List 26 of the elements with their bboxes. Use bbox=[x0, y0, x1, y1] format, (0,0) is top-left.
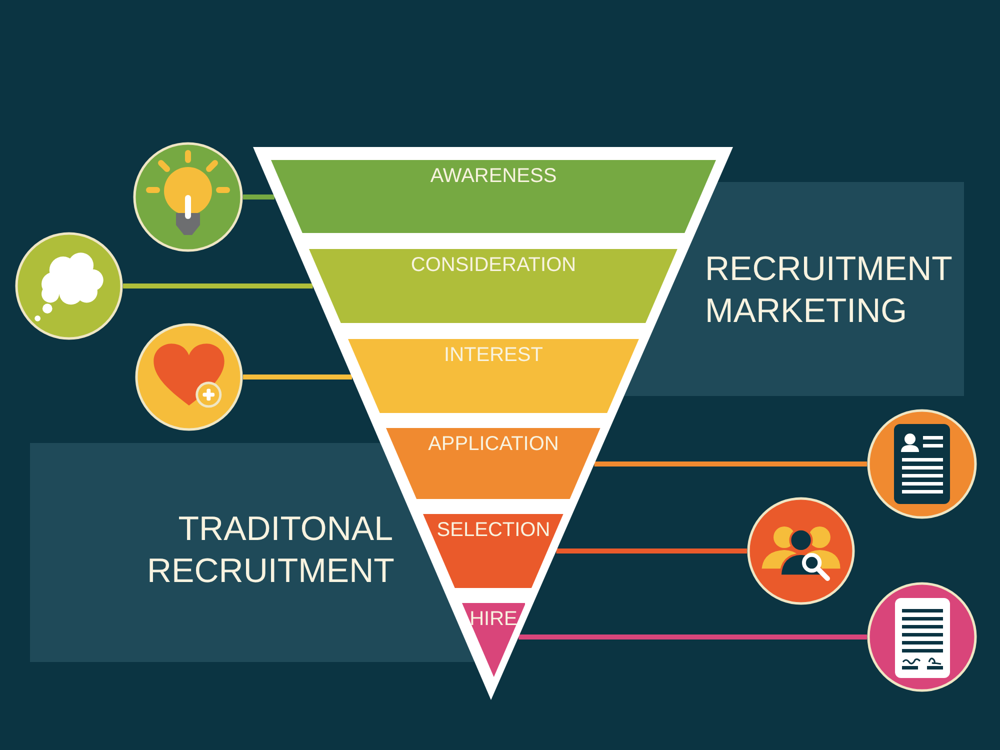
funnel-stage bbox=[386, 428, 601, 499]
thought-cloud-icon bbox=[15, 232, 123, 340]
stage-label: HIRE bbox=[470, 608, 518, 630]
funnel-stage bbox=[348, 339, 639, 413]
stage-label: CONSIDERATION bbox=[410, 254, 576, 276]
people-search-icon bbox=[747, 497, 855, 605]
connector-line bbox=[123, 284, 313, 288]
connector-line bbox=[594, 462, 867, 466]
connector-line bbox=[243, 194, 274, 200]
funnel-stage bbox=[309, 249, 678, 323]
lightbulb-icon bbox=[133, 142, 243, 252]
heart-plus-icon bbox=[135, 323, 243, 431]
funnel-stage bbox=[423, 514, 564, 588]
connector-line bbox=[518, 634, 867, 640]
panel-heading: TRADITONAL RECRUITMENT bbox=[147, 509, 393, 592]
stage-label: SELECTION bbox=[436, 519, 550, 541]
connector-line bbox=[556, 548, 747, 554]
resume-icon bbox=[867, 409, 977, 519]
signed-document-icon bbox=[867, 582, 977, 692]
funnel-stage bbox=[271, 160, 716, 233]
stage-label: APPLICATION bbox=[428, 433, 559, 455]
stage-label: AWARENESS bbox=[430, 165, 557, 187]
stage-label: INTEREST bbox=[444, 344, 543, 366]
connector-line bbox=[243, 374, 352, 380]
funnel-stage bbox=[462, 603, 526, 677]
panel-heading: RECRUITMENT MARKETING bbox=[705, 249, 951, 332]
